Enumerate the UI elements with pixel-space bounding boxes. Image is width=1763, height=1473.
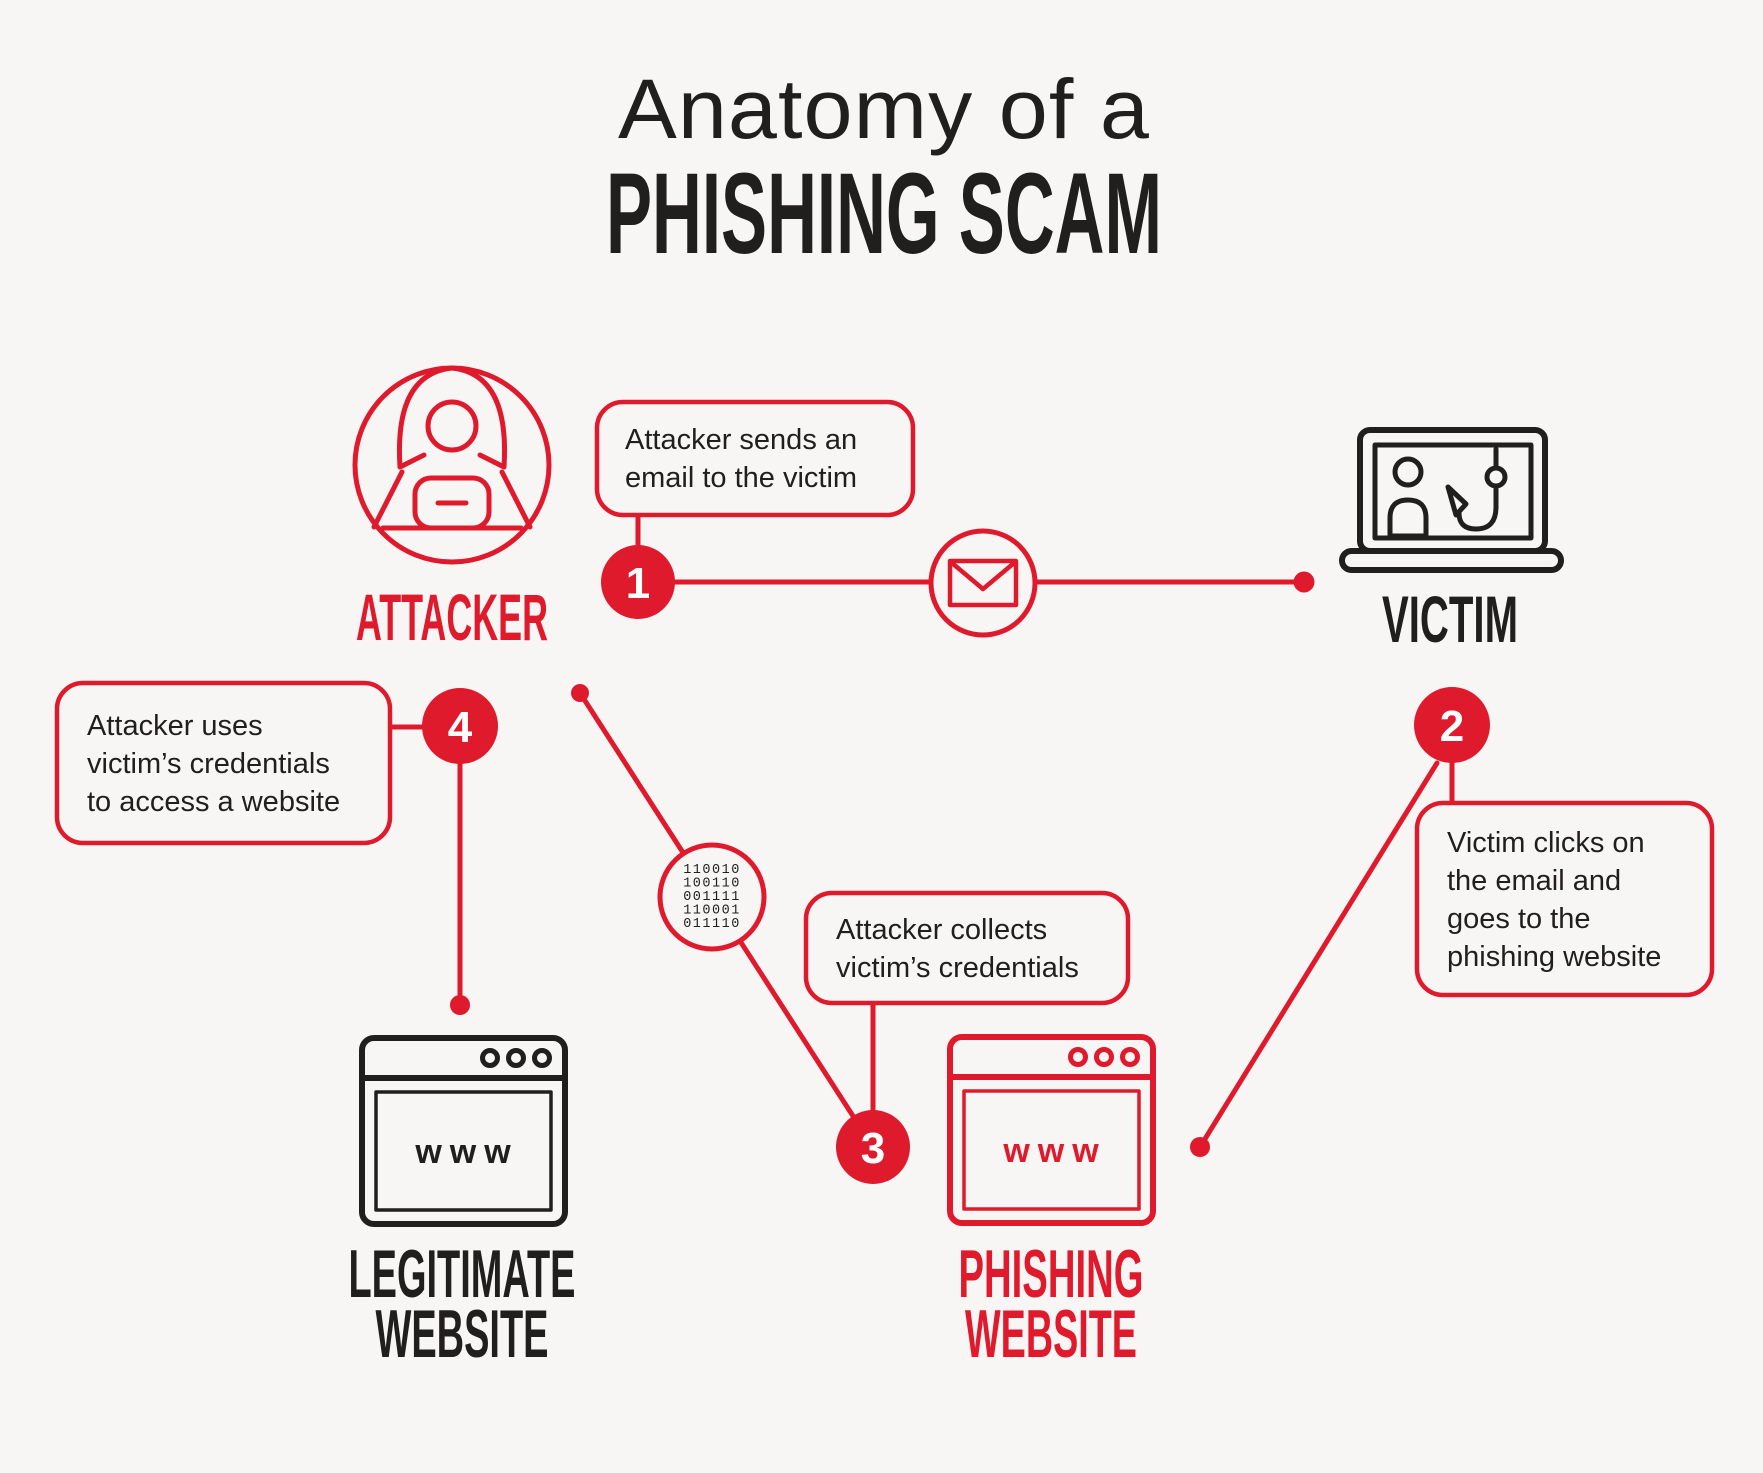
svg-text:2: 2 bbox=[1440, 702, 1464, 751]
phishing-www-text: www bbox=[1002, 1132, 1106, 1170]
line-endpoint-dot bbox=[1293, 571, 1315, 593]
step2-text-line: Victim clicks on bbox=[1447, 827, 1645, 859]
line-endpoint-dot bbox=[450, 995, 470, 1015]
title-line-2: PHISHING SCAM bbox=[606, 150, 1162, 278]
victim-label: VICTIM bbox=[1382, 582, 1518, 656]
step1-badge: 1 bbox=[601, 545, 675, 619]
phishing-website-label-1: PHISHING bbox=[959, 1236, 1144, 1312]
line-endpoint-dot bbox=[571, 684, 589, 702]
phishing-website-label-2: WEBSITE bbox=[965, 1296, 1137, 1372]
legitimate-website-label-1: LEGITIMATE bbox=[349, 1236, 576, 1312]
person-icon bbox=[1387, 456, 1429, 539]
legitimate-www-text: www bbox=[414, 1133, 518, 1171]
svg-text:3: 3 bbox=[861, 1124, 885, 1173]
legitimate-website-label-2: WEBSITE bbox=[376, 1296, 549, 1372]
svg-text:4: 4 bbox=[448, 703, 473, 752]
step3-text-line: victim’s credentials bbox=[836, 952, 1079, 984]
binary-line: 011110 bbox=[683, 917, 741, 932]
step2-text-line: the email and bbox=[1447, 865, 1621, 897]
step1-callout: Attacker sends an email to the victim bbox=[594, 399, 916, 518]
title-line-1: Anatomy of a bbox=[618, 62, 1150, 156]
step1-text-line: email to the victim bbox=[625, 462, 857, 494]
step4-text-line: victim’s credentials bbox=[87, 748, 330, 780]
binary-line: 001111 bbox=[683, 890, 741, 905]
victim-icon bbox=[1339, 427, 1564, 573]
line-endpoint-dot bbox=[1190, 1137, 1210, 1157]
step3-callout: Attacker collects victim’s credentials bbox=[803, 890, 1131, 1006]
connector-step4-line bbox=[450, 761, 470, 1015]
binary-line: 100110 bbox=[683, 877, 741, 892]
attacker-icon bbox=[352, 365, 552, 565]
binary-line: 110010 bbox=[683, 863, 741, 878]
step4-text-line: Attacker uses bbox=[87, 710, 263, 742]
step4-callout: Attacker uses victim’s credentials to ac… bbox=[54, 680, 393, 846]
binary-code-icon: 110010 100110 001111 110001 011110 bbox=[657, 842, 767, 952]
step1-text-line: Attacker sends an bbox=[625, 424, 857, 456]
attacker-face bbox=[425, 399, 479, 453]
legitimate-website-icon: www bbox=[359, 1035, 568, 1227]
step4-text-line: to access a website bbox=[87, 786, 340, 818]
email-icon bbox=[928, 528, 1038, 638]
svg-text:1: 1 bbox=[626, 559, 650, 608]
step2-callout: Victim clicks on the email and goes to t… bbox=[1414, 800, 1715, 998]
connector-step2-line bbox=[1190, 760, 1440, 1157]
binary-line: 110001 bbox=[683, 904, 741, 919]
step3-text-line: Attacker collects bbox=[836, 914, 1047, 946]
attacker-label: ATTACKER bbox=[356, 580, 548, 654]
step4-badge: 4 bbox=[422, 688, 498, 764]
phishing-website-icon: www bbox=[947, 1034, 1156, 1226]
step3-badge: 3 bbox=[836, 1110, 910, 1184]
phishing-hook-icon bbox=[1445, 446, 1508, 532]
step2-text-line: phishing website bbox=[1447, 941, 1661, 973]
step2-text-line: goes to the bbox=[1447, 903, 1591, 935]
laptop-base bbox=[1339, 548, 1564, 573]
step2-badge: 2 bbox=[1414, 687, 1490, 763]
